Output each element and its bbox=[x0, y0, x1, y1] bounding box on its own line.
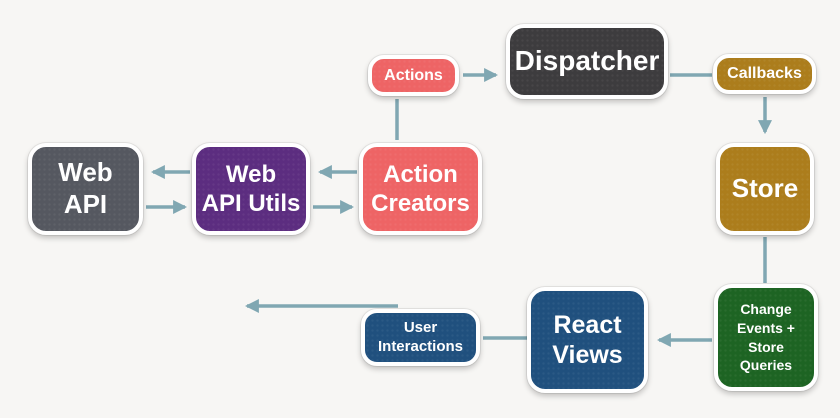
node-callbacks-label: Callbacks bbox=[727, 65, 802, 83]
node-action-creators-label: Action Creators bbox=[371, 160, 470, 217]
node-web-api: Web API bbox=[28, 143, 143, 235]
node-change-events-store-queries: Change Events + Store Queries bbox=[714, 284, 818, 391]
node-web-api-utils-label: Web API Utils bbox=[201, 160, 301, 217]
node-store-label: Store bbox=[731, 173, 799, 204]
node-web-api-label: Web API bbox=[58, 157, 113, 219]
node-dispatcher: Dispatcher bbox=[506, 24, 668, 99]
node-actions-label: Actions bbox=[384, 66, 443, 84]
node-react-views: React Views bbox=[527, 287, 648, 393]
node-react-views-label: React Views bbox=[552, 310, 623, 370]
node-dispatcher-label: Dispatcher bbox=[514, 45, 660, 77]
node-store: Store bbox=[716, 143, 814, 235]
node-user-interactions: User Interactions bbox=[361, 309, 480, 366]
node-callbacks: Callbacks bbox=[713, 54, 816, 94]
node-user-interactions-label: User Interactions bbox=[377, 319, 464, 355]
node-web-api-utils: Web API Utils bbox=[192, 143, 310, 235]
node-change-events-store-queries-label: Change Events + Store Queries bbox=[737, 300, 795, 374]
node-action-creators: Action Creators bbox=[359, 143, 482, 235]
node-actions: Actions bbox=[368, 55, 459, 96]
